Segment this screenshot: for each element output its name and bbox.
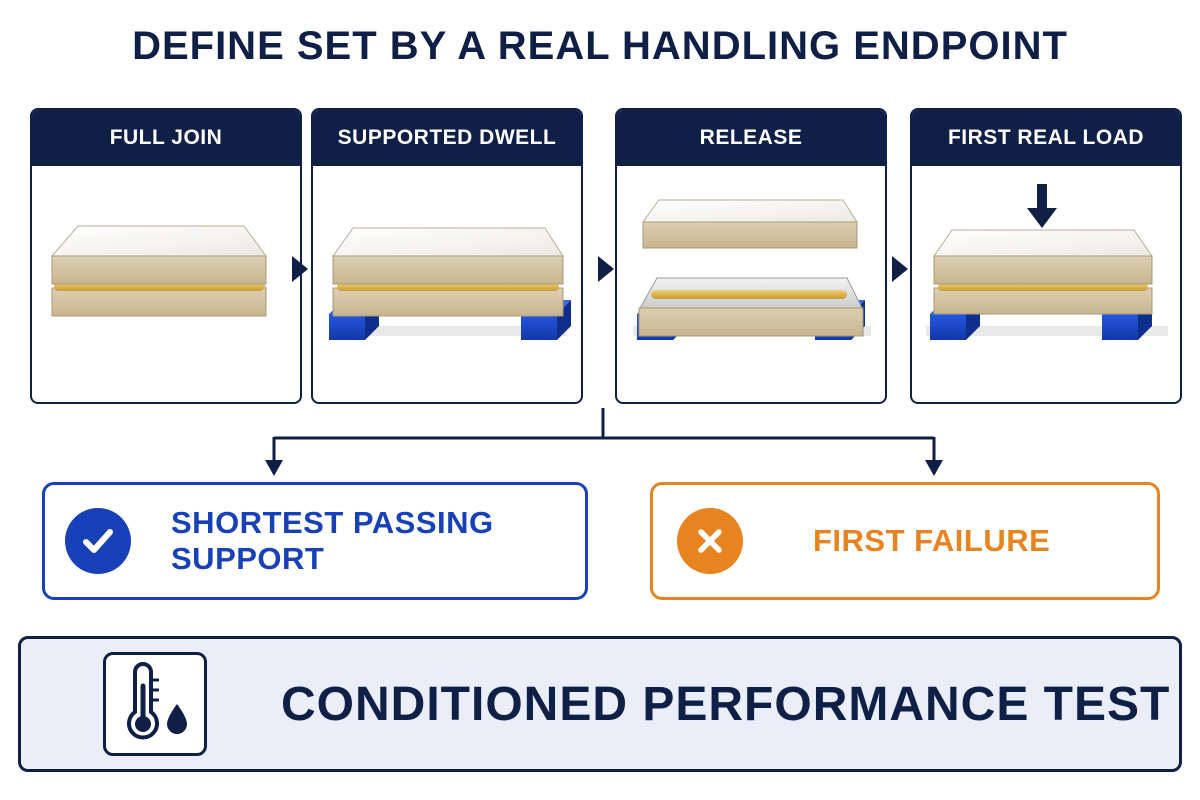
outcome-pass-label: SHORTEST PASSING SUPPORT — [171, 505, 494, 576]
step-panel-full-join: FULL JOIN — [30, 108, 302, 404]
final-test-label: CONDITIONED PERFORMANCE TEST — [281, 677, 1171, 731]
checkmark-icon — [65, 508, 131, 574]
supported-boards-icon — [329, 227, 571, 340]
diagram-title: DEFINE SET BY A REAL HANDLING ENDPOINT — [132, 24, 1068, 68]
step-arrow-icon — [292, 256, 308, 282]
released-boards-icon — [633, 199, 871, 340]
joined-boards-icon — [50, 225, 267, 317]
load-arrow-icon — [1027, 184, 1057, 228]
step-header: FULL JOIN — [32, 110, 300, 166]
step-arrow-icon — [892, 256, 908, 282]
step-header: SUPPORTED DWELL — [313, 110, 581, 166]
step-panel-release: RELEASE — [615, 108, 887, 404]
step-header: FIRST REAL LOAD — [912, 110, 1180, 166]
loaded-boards-icon — [926, 184, 1168, 340]
step-header: RELEASE — [617, 110, 885, 166]
thermometer-droplet-icon — [103, 652, 207, 756]
step-arrow-icon — [598, 256, 614, 282]
step-panel-first-real-load: FIRST REAL LOAD — [910, 108, 1182, 404]
outcome-fail-label: FIRST FAILURE — [813, 523, 1051, 558]
final-test-box: CONDITIONED PERFORMANCE TEST — [18, 636, 1182, 772]
outcome-pass-box: SHORTEST PASSING SUPPORT — [42, 482, 588, 600]
step-panel-supported-dwell: SUPPORTED DWELL — [311, 108, 583, 404]
outcome-fail-box: FIRST FAILURE — [650, 482, 1160, 600]
cross-icon — [677, 508, 743, 574]
